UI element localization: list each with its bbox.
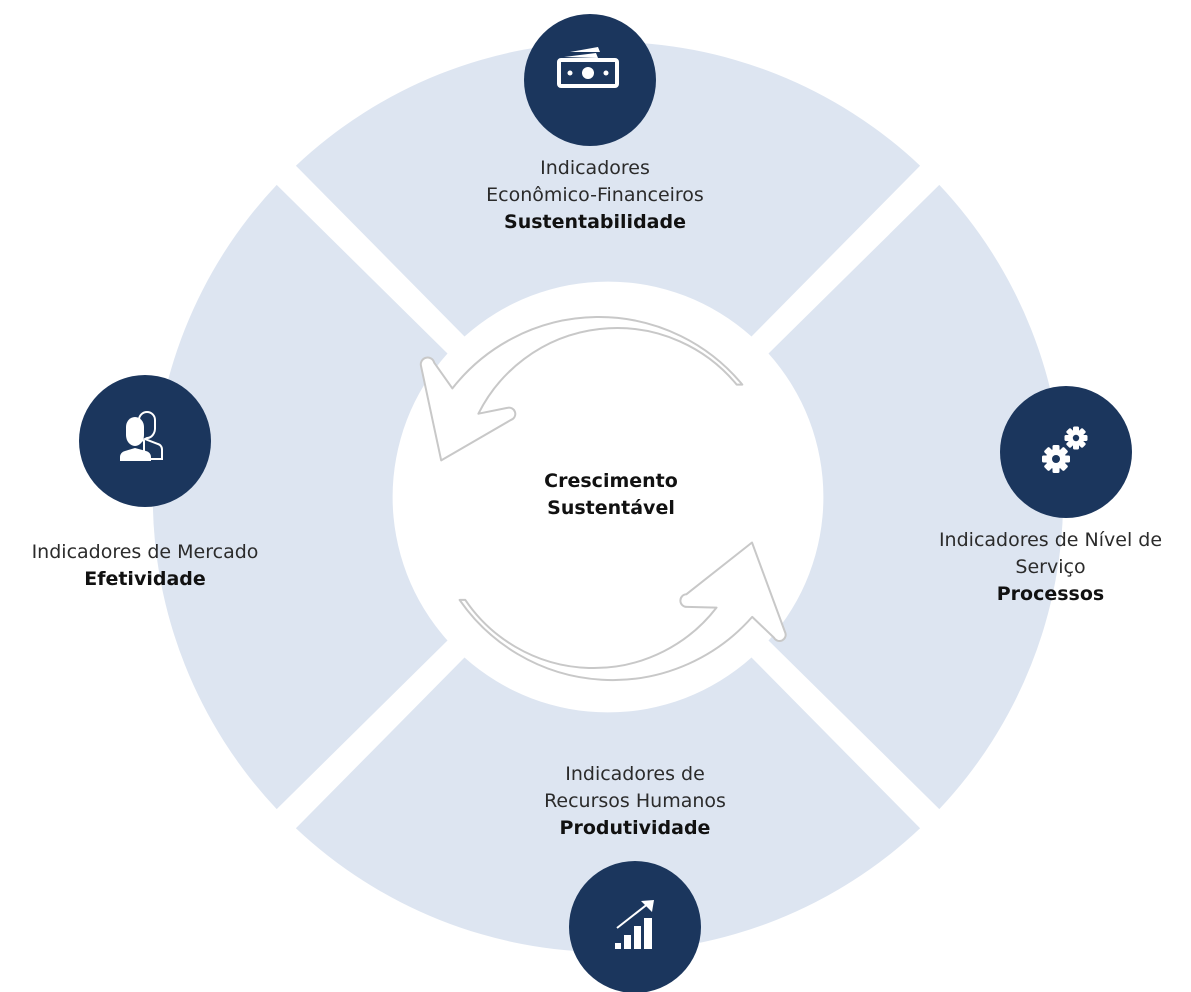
center-line-1: Crescimento (544, 470, 678, 492)
cycle-arrow-bottom (458, 541, 787, 682)
growth-chart-icon (615, 900, 654, 949)
ring-segment-left (152, 184, 448, 810)
left-emphasis: Efetividade (84, 568, 206, 590)
top-line-2: Econômico-Financeiros (486, 184, 704, 206)
ring-segment-top (295, 41, 921, 337)
top-line-1: Indicadores (540, 157, 650, 179)
bottom-line-1: Indicadores de (565, 763, 705, 785)
top-emphasis: Sustentabilidade (504, 211, 686, 233)
users-icon (119, 411, 163, 461)
bottom-line-2: Recursos Humanos (544, 790, 726, 812)
bottom-emphasis: Produtividade (559, 817, 711, 839)
cycle-arrow-top (419, 316, 744, 462)
label-service-level: Indicadores de Nível de Serviço Processo… (910, 527, 1191, 608)
label-market: Indicadores de Mercado Efetividade (0, 539, 290, 593)
ring-segment-bottom (295, 657, 921, 953)
left-line-1: Indicadores de Mercado (31, 541, 259, 563)
ring-segment-right (768, 184, 1064, 810)
label-human-resources: Indicadores de Recursos Humanos Produtiv… (470, 761, 800, 842)
right-emphasis: Processos (996, 583, 1105, 605)
cycle-arrows (419, 316, 787, 682)
right-line-2: Serviço (1015, 556, 1086, 578)
label-economic-financial: Indicadores Econômico-Financeiros Susten… (430, 155, 760, 236)
center-line-2: Sustentável (547, 497, 675, 519)
gears-icon (1042, 426, 1088, 473)
money-bill-icon (557, 47, 619, 88)
right-line-1: Indicadores de Nível de (938, 529, 1163, 551)
center-label: Crescimento Sustentável (511, 468, 711, 522)
ring (152, 41, 1064, 953)
badge-top (524, 14, 656, 146)
